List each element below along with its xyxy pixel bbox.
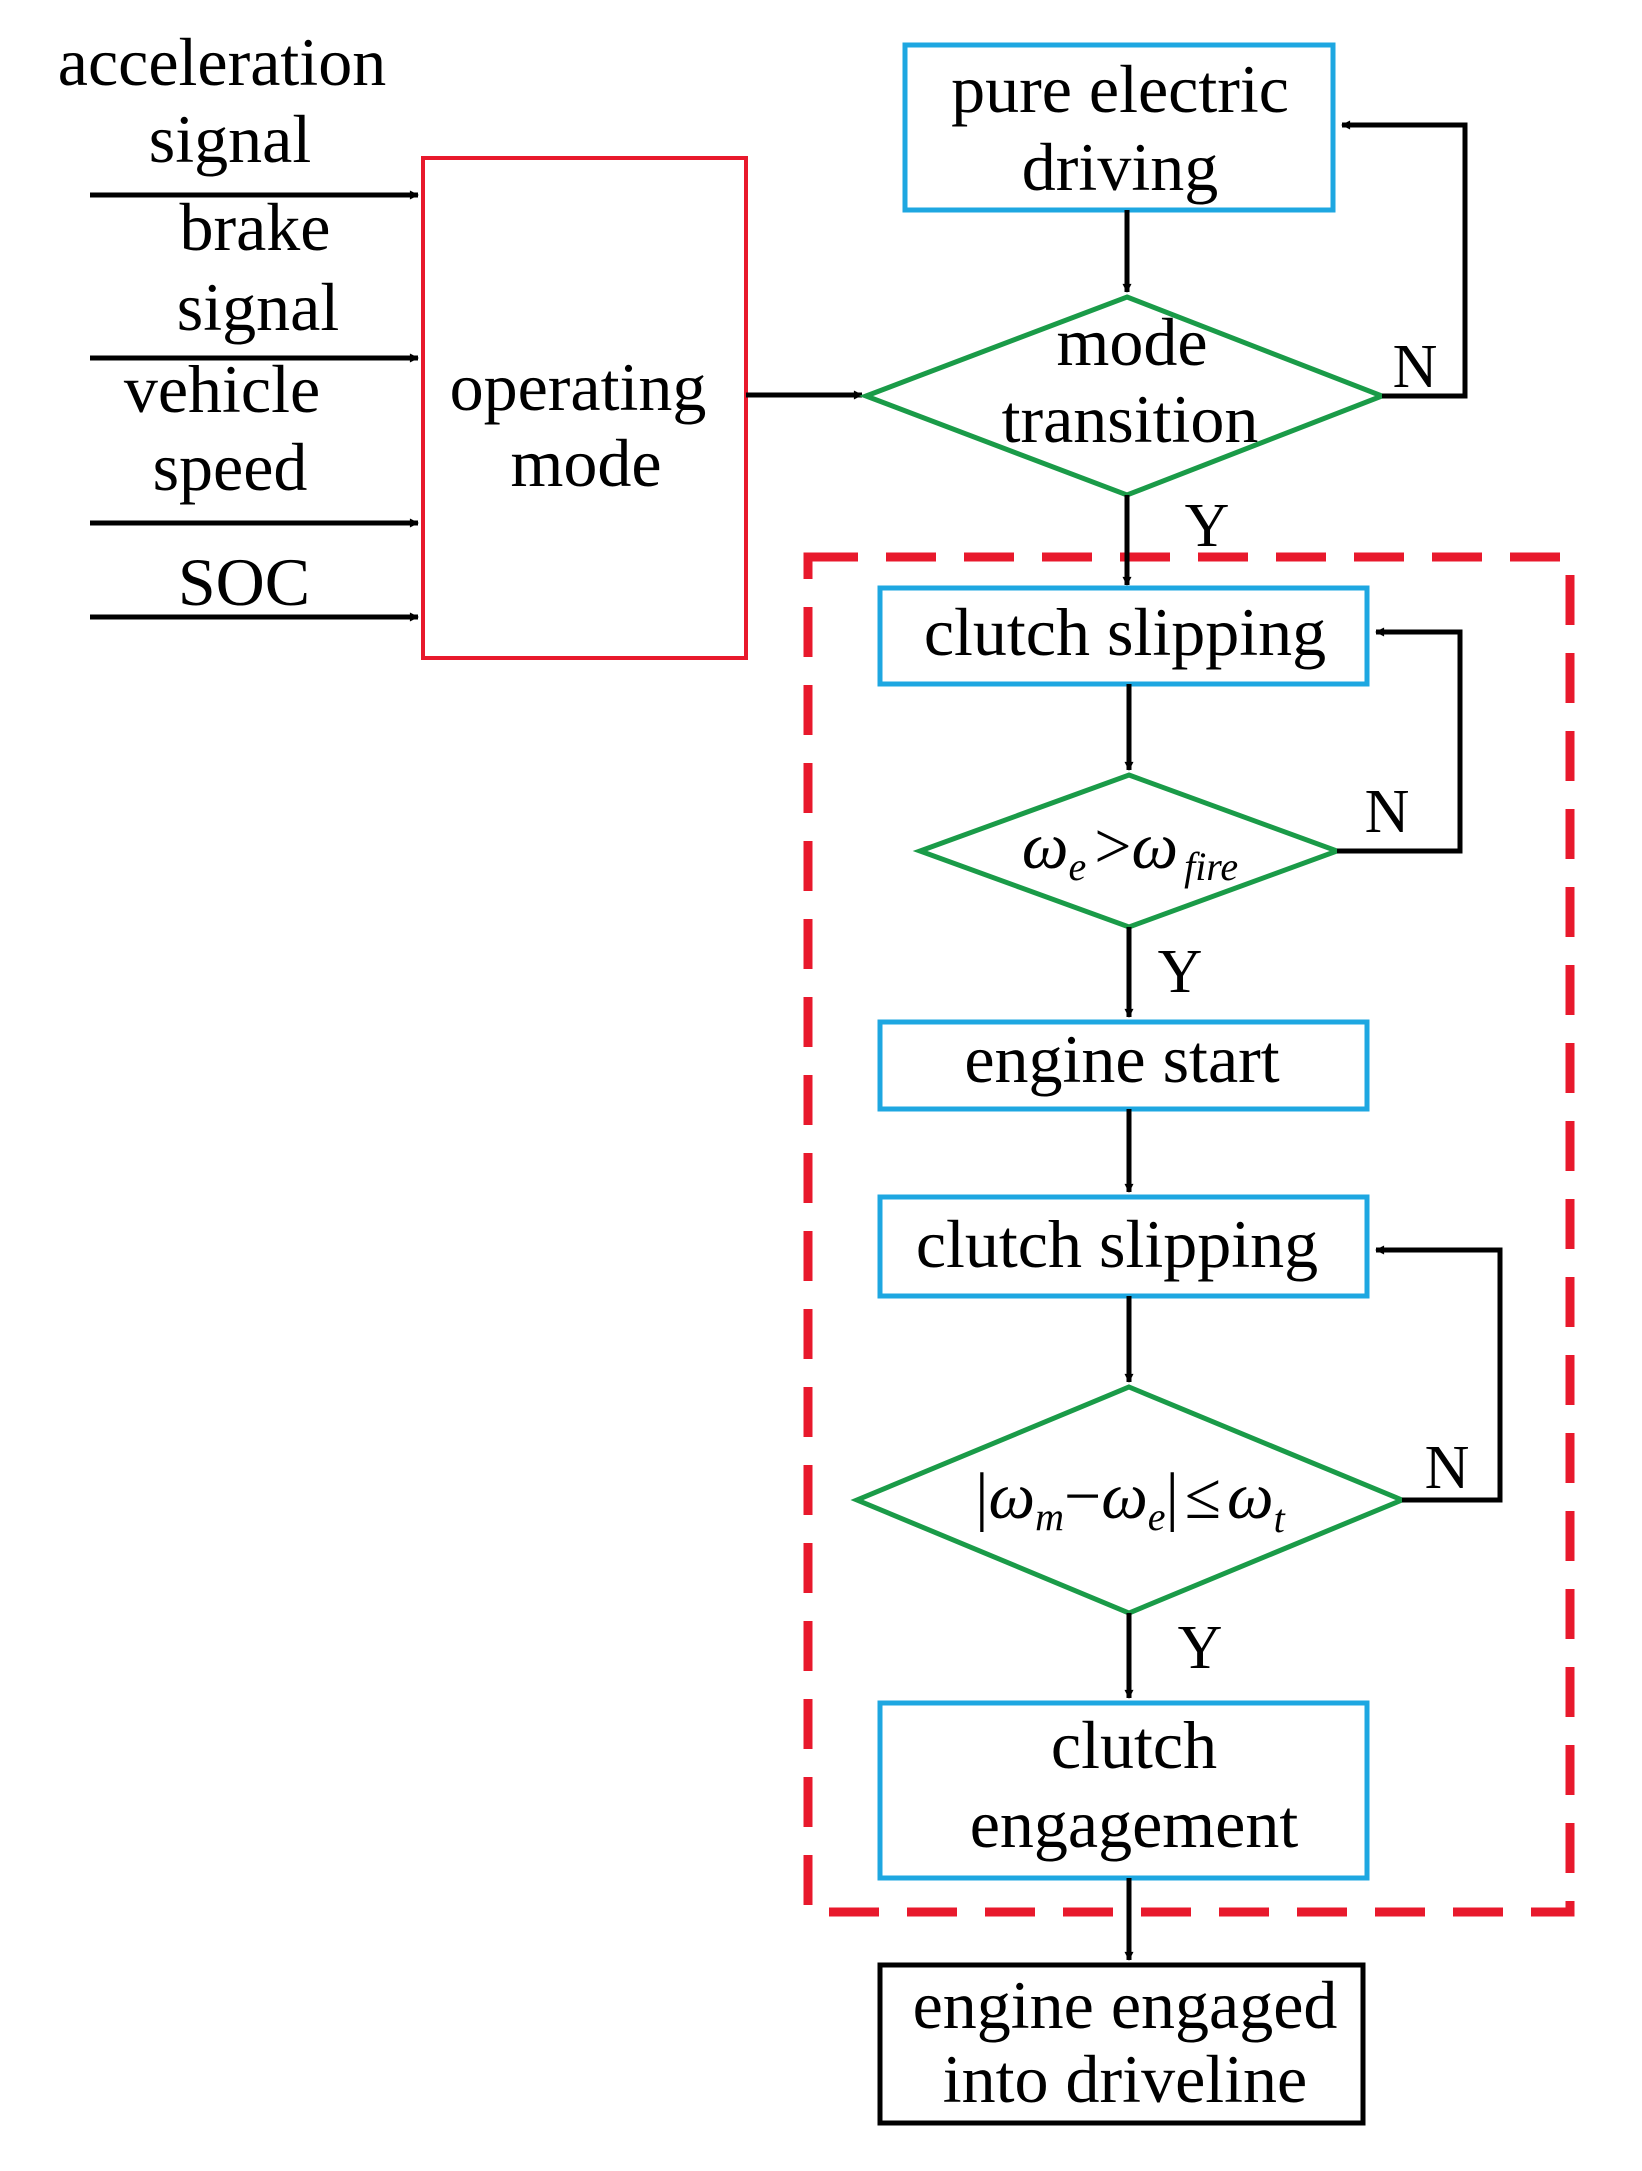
abs-bar-left: | <box>975 1460 988 1533</box>
sync-check-no-loop <box>1375 1245 1503 1503</box>
pure-electric-driving-label-line1: pure electric <box>951 51 1289 127</box>
omega-fire-subscript: fire <box>1184 844 1238 889</box>
omega-t-subscript: t <box>1274 1496 1286 1541</box>
greater-than-symbol: > <box>1094 810 1131 883</box>
mode-transition-no-loop <box>1341 120 1468 399</box>
omega-m-subscript: m <box>1035 1494 1064 1539</box>
engine-engaged-box <box>877 1962 1366 2126</box>
omega-e-subscript: e <box>1068 844 1086 889</box>
speed-sync-condition: |ωm−ωe|≤ωt <box>975 1460 1285 1541</box>
pure-electric-driving-label-line2: driving <box>1022 129 1218 205</box>
mode-transition-label-line1: mode <box>1056 304 1207 380</box>
omega-m-symbol: ω <box>988 1460 1035 1533</box>
engine-start-box <box>877 1019 1370 1112</box>
engine-engaged-label-line1: engine engaged <box>913 1967 1338 2043</box>
omega-e-subscript-2: e <box>1148 1494 1166 1539</box>
mode-transition-y-label: Y <box>1185 492 1230 560</box>
omega-fire-symbol: ω <box>1131 810 1178 883</box>
operating-mode-label-line1: operating <box>450 349 707 425</box>
operating-mode-label-line2: mode <box>510 425 661 501</box>
speed-label-line2: speed <box>153 429 308 505</box>
leq-symbol: ≤ <box>1185 1460 1221 1533</box>
engine-engaged-label-line2: into driveline <box>943 2041 1307 2117</box>
fire-check-y-label: Y <box>1158 938 1203 1006</box>
clutch-slipping-box-1 <box>877 585 1370 687</box>
pure-electric-driving-box <box>902 42 1336 213</box>
mode-transition-n-label: N <box>1393 333 1438 401</box>
speed-label-line1: vehicle <box>124 351 320 427</box>
clutch-engagement-label-line2: engagement <box>970 1786 1299 1862</box>
operating-mode-box <box>421 156 748 660</box>
clutch-slipping-box-2 <box>877 1194 1370 1299</box>
omega-e-symbol-2: ω <box>1101 1460 1148 1533</box>
clutch-slipping-label-1: clutch slipping <box>924 594 1326 670</box>
minus-symbol: − <box>1064 1460 1101 1533</box>
sync-check-n-label: N <box>1425 1434 1470 1502</box>
clutch-engagement-label-line1: clutch <box>1051 1707 1217 1783</box>
acceleration-label-line2: signal <box>149 101 311 177</box>
clutch-control-region <box>803 552 1575 1917</box>
abs-bar-right: | <box>1166 1460 1179 1533</box>
mode-transition-label-line2: transition <box>1002 381 1259 457</box>
sync-check-y-label: Y <box>1178 1614 1223 1682</box>
brake-label-line2: signal <box>177 269 339 345</box>
soc-label: SOC <box>178 544 310 620</box>
engine-start-label: engine start <box>964 1021 1279 1097</box>
omega-t-symbol: ω <box>1227 1460 1274 1533</box>
fire-check-n-label: N <box>1365 778 1410 846</box>
brake-label-line1: brake <box>179 189 330 265</box>
omega-e-symbol: ω <box>1022 810 1069 883</box>
clutch-slipping-label-2: clutch slipping <box>916 1206 1318 1282</box>
acceleration-label-line1: acceleration <box>58 24 386 100</box>
clutch-engagement-box <box>877 1700 1370 1881</box>
fire-check-no-loop <box>1337 627 1463 854</box>
